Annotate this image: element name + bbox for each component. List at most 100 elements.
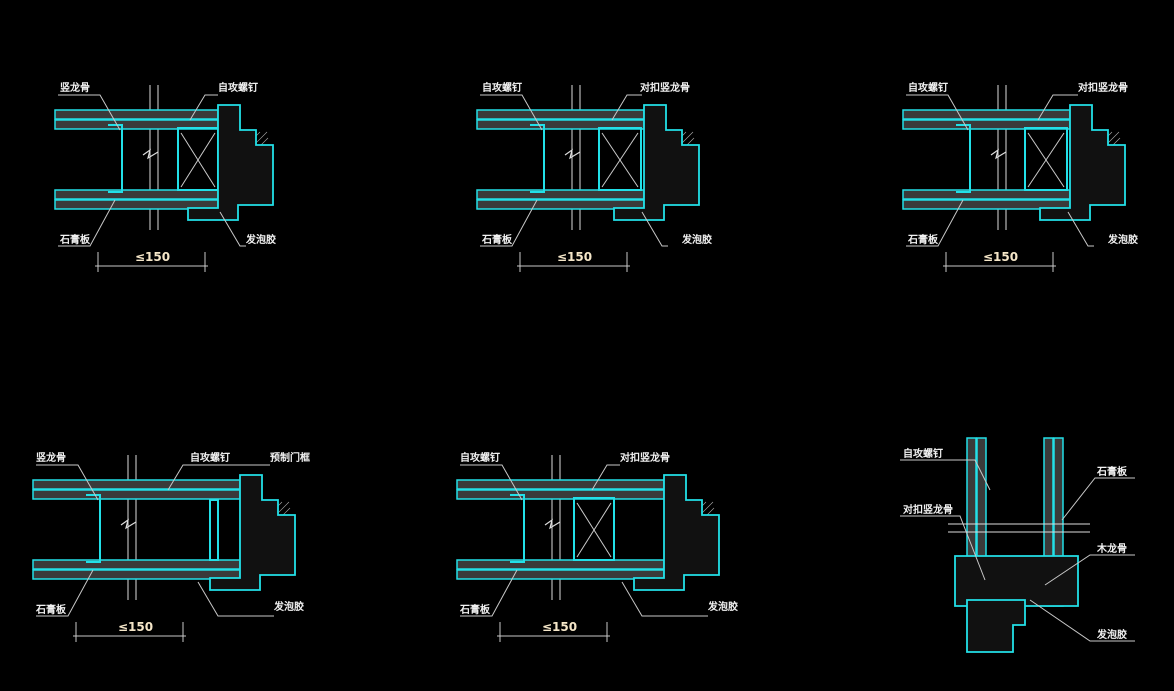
gypsum-board xyxy=(32,489,241,500)
door-stud xyxy=(598,127,642,191)
dimension-text: ≤150 xyxy=(983,250,1018,264)
gypsum-board xyxy=(476,189,645,200)
gypsum-board xyxy=(32,559,241,570)
door-frame-wood xyxy=(187,104,274,221)
dimension-text: ≤150 xyxy=(135,250,170,264)
c-stud xyxy=(86,494,101,563)
dimension-text: ≤150 xyxy=(542,620,577,634)
label-foam: 发泡胶 xyxy=(1107,233,1138,246)
gypsum-board xyxy=(456,569,665,580)
leader-line xyxy=(906,94,969,131)
leader-line xyxy=(1037,94,1078,121)
gypsum-board xyxy=(32,479,241,490)
break-symbol xyxy=(564,148,581,160)
door-stud xyxy=(209,499,219,561)
c-stud xyxy=(530,124,545,193)
stud-cross xyxy=(1027,132,1065,188)
break-symbol xyxy=(544,518,561,530)
leader-line xyxy=(36,464,99,501)
label-gypsum-board: 石膏板 xyxy=(459,603,491,616)
leader-line xyxy=(900,459,991,491)
label-gypsum-board: 石膏板 xyxy=(481,233,513,246)
label-screw: 自攻螺钉 xyxy=(190,451,230,464)
leader-line xyxy=(1044,554,1135,586)
leader-line xyxy=(189,94,218,121)
label-wood-keel: 木龙骨 xyxy=(1096,542,1127,555)
dimension-text: ≤150 xyxy=(118,620,153,634)
leader-line xyxy=(219,211,246,247)
leader-line xyxy=(621,581,708,617)
leader-line xyxy=(906,199,964,247)
leader-line xyxy=(480,199,538,247)
leader-line xyxy=(197,581,274,617)
gypsum-board xyxy=(476,109,645,120)
detail-5: 自攻螺钉 对扣竖龙骨 石膏板 发泡胶 ≤150 xyxy=(456,451,738,642)
door-frame-wood xyxy=(954,555,1079,607)
label-foam: 发泡胶 xyxy=(245,233,276,246)
leader-line xyxy=(58,199,116,247)
c-stud xyxy=(510,494,525,563)
label-gypsum-board: 石膏板 xyxy=(59,233,91,246)
stud-cross xyxy=(576,502,612,558)
leader-line xyxy=(591,464,620,491)
leader-line xyxy=(480,94,543,131)
label-foam: 发泡胶 xyxy=(1096,628,1127,641)
label-screw: 自攻螺钉 xyxy=(460,451,500,464)
label-foam: 发泡胶 xyxy=(273,600,304,613)
stud-cross xyxy=(601,132,639,188)
leader-line xyxy=(460,464,523,501)
break-symbol xyxy=(120,518,137,530)
label-prefab-door-frame: 预制门框 xyxy=(270,451,310,464)
stud-cross xyxy=(180,132,216,188)
door-frame-wood xyxy=(1039,104,1126,221)
leader-line xyxy=(1029,599,1135,642)
gypsum-board xyxy=(456,489,665,500)
label-gypsum-board: 石膏板 xyxy=(1096,465,1128,478)
label-paired-stud: 对扣竖龙骨 xyxy=(1078,81,1128,94)
leader-line xyxy=(611,94,642,121)
detail-1: 竖龙骨 自攻螺钉 石膏板 发泡胶 ≤150 xyxy=(54,81,276,272)
label-gypsum-board: 石膏板 xyxy=(35,603,67,616)
door-stud xyxy=(573,497,615,561)
label-stud: 竖龙骨 xyxy=(36,451,66,464)
door-frame-wood xyxy=(209,474,296,591)
break-symbol xyxy=(990,148,1007,160)
leader-line xyxy=(167,464,270,491)
label-stud: 竖龙骨 xyxy=(60,81,90,94)
label-foam: 发泡胶 xyxy=(707,600,738,613)
leader-line xyxy=(460,569,518,617)
leader-line xyxy=(1067,211,1094,247)
gypsum-board xyxy=(902,109,1071,120)
door-frame-wood xyxy=(966,599,1026,653)
leader-line xyxy=(641,211,668,247)
label-foam: 发泡胶 xyxy=(681,233,712,246)
door-frame-wood xyxy=(633,474,720,591)
detail-2: 自攻螺钉 对扣竖龙骨 石膏板 发泡胶 ≤150 xyxy=(476,81,712,272)
break-symbol xyxy=(142,148,159,160)
leader-line xyxy=(58,94,121,131)
label-paired-stud: 对扣竖龙骨 xyxy=(640,81,690,94)
gypsum-board xyxy=(54,189,219,200)
gypsum-board xyxy=(456,559,665,570)
label-paired-stud: 对扣竖龙骨 xyxy=(903,503,953,516)
label-screw: 自攻螺钉 xyxy=(903,447,943,460)
detail-3: 自攻螺钉 对扣竖龙骨 石膏板 发泡胶 ≤150 xyxy=(902,81,1138,272)
leader-line xyxy=(36,569,94,617)
leader-line xyxy=(900,515,986,581)
detail-6: 自攻螺钉 对扣竖龙骨 石膏板 木龙骨 发泡胶 xyxy=(900,437,1135,653)
door-frame-wood xyxy=(613,104,700,221)
label-screw: 自攻螺钉 xyxy=(218,81,258,94)
dimension-text: ≤150 xyxy=(557,250,592,264)
c-stud xyxy=(108,124,123,193)
label-screw: 自攻螺钉 xyxy=(908,81,948,94)
gypsum-board xyxy=(902,189,1071,200)
leader-line xyxy=(1061,477,1135,521)
label-screw: 自攻螺钉 xyxy=(482,81,522,94)
gypsum-board xyxy=(456,479,665,490)
door-stud xyxy=(1024,127,1068,191)
c-stud xyxy=(956,124,971,193)
gypsum-board xyxy=(32,569,241,580)
label-paired-stud: 对扣竖龙骨 xyxy=(620,451,670,464)
detail-4: 竖龙骨 自攻螺钉 预制门框 石膏板 发泡胶 ≤150 xyxy=(32,451,310,642)
